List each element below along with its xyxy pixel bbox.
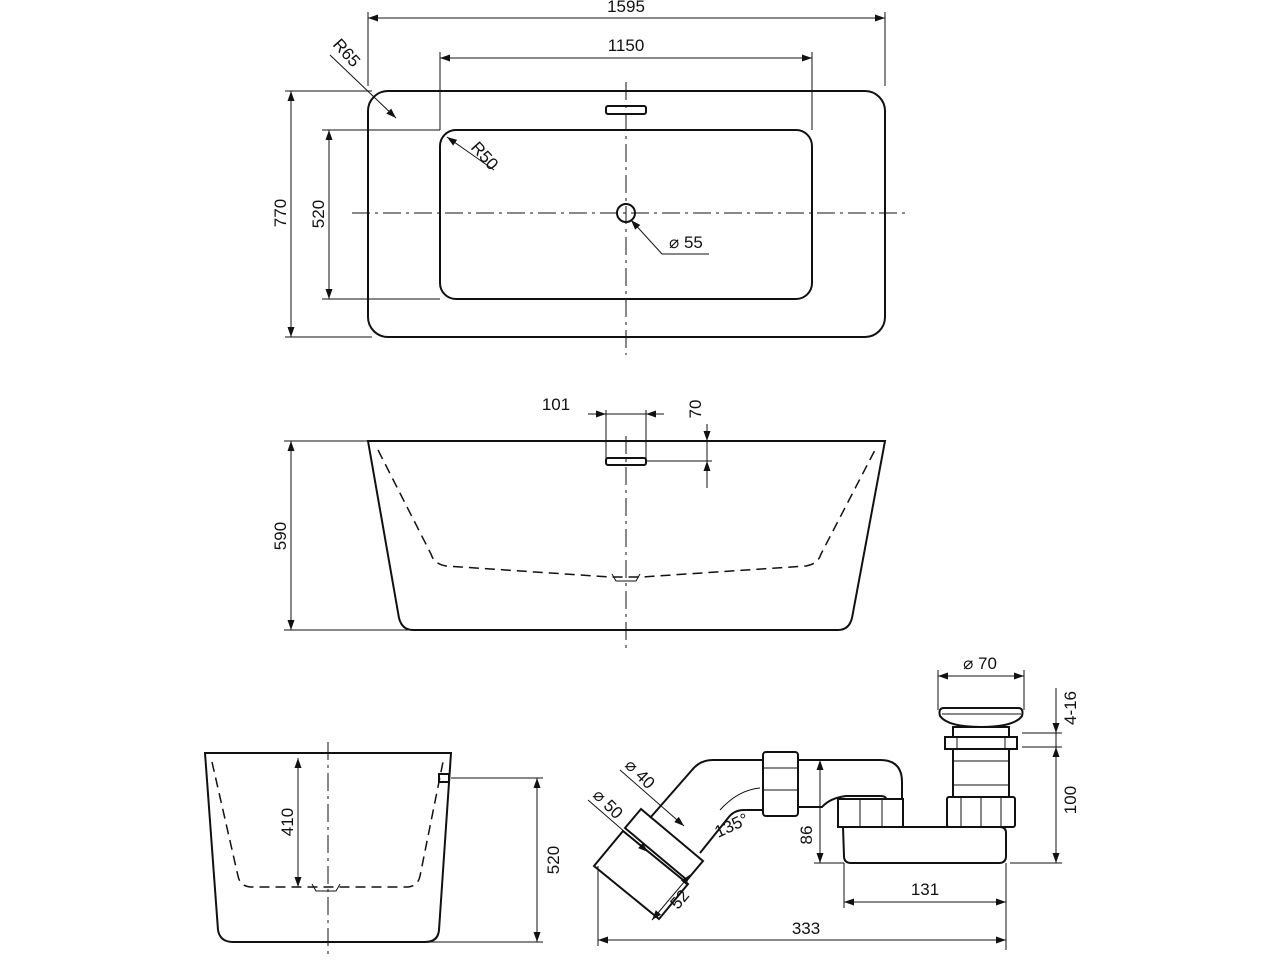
dimension-plug-diameter: ⌀ 70 <box>963 654 997 673</box>
trap-riser <box>837 798 904 828</box>
siphon-pipe <box>798 759 903 799</box>
dimension-plug-travel: 4-16 <box>1061 691 1080 725</box>
angled-outlet-pipe <box>649 759 763 819</box>
leader-outlet-inner <box>619 769 685 827</box>
leader-outer-radius <box>329 54 397 119</box>
plug-nut <box>944 736 1018 750</box>
end-view: 410 520 <box>203 742 563 958</box>
dimension-inner-depth: 410 <box>278 808 297 836</box>
tub-end-profile <box>203 752 453 943</box>
dimension-overflow-offset: 70 <box>686 400 705 419</box>
dimension-drain-diameter: ⌀ 55 <box>669 233 703 252</box>
dimension-basin-length: 1150 <box>608 36 645 55</box>
siphon-drawing: ⌀ 70 4-16 100 ⌀ 40 ⌀ 50 135° 52 86 131 <box>587 654 1080 950</box>
trap-body <box>841 826 1007 864</box>
dimension-overflow-width: 101 <box>542 395 570 414</box>
tub-side-profile <box>366 440 887 631</box>
plug-body <box>952 748 1010 798</box>
leader-outlet-outer <box>587 799 649 853</box>
siphon-pipe-inner <box>798 795 887 808</box>
dimension-outlet-outer: ⌀ 50 <box>589 785 626 822</box>
side-view: 101 70 590 <box>271 395 887 652</box>
dimension-body-height: 100 <box>1061 786 1080 814</box>
dimension-outer-radius: R65 <box>329 35 364 71</box>
dimension-pipe-height: 86 <box>797 826 816 845</box>
top-view: 1595 1150 770 520 R65 R50 ⌀ 55 <box>271 0 908 355</box>
dimension-outlet-length: 52 <box>666 886 693 913</box>
tub-inner-profile-hidden <box>377 449 876 578</box>
leader-drain-diameter <box>630 219 709 255</box>
drain-recess-hidden <box>611 573 641 582</box>
dimension-end-height: 520 <box>544 846 563 874</box>
dimension-basin-width: 520 <box>309 200 328 228</box>
dimension-total-length: 333 <box>792 919 820 938</box>
dimension-height: 590 <box>271 522 290 550</box>
end-drain-recess <box>311 883 341 892</box>
dimension-overall-width: 770 <box>271 199 290 227</box>
end-overflow-fitting <box>438 773 450 783</box>
dimension-line-outlet-length <box>651 874 691 921</box>
dimension-overall-length: 1595 <box>607 0 645 16</box>
plug-collar <box>952 726 1010 738</box>
angle-arc <box>719 787 761 811</box>
tub-end-inner-hidden <box>211 761 444 888</box>
dimension-inner-radius: R50 <box>467 138 502 174</box>
dimension-angle: 135° <box>712 810 752 842</box>
leader-inner-radius <box>446 136 495 171</box>
dimension-outlet-inner: ⌀ 40 <box>621 755 658 792</box>
plug-cap <box>938 707 1024 729</box>
angled-outlet-pipe-inner <box>699 809 763 854</box>
outlet-coupling <box>623 807 705 882</box>
dimension-trap-length: 131 <box>911 880 939 899</box>
pipe-coupling-nut <box>762 751 799 817</box>
